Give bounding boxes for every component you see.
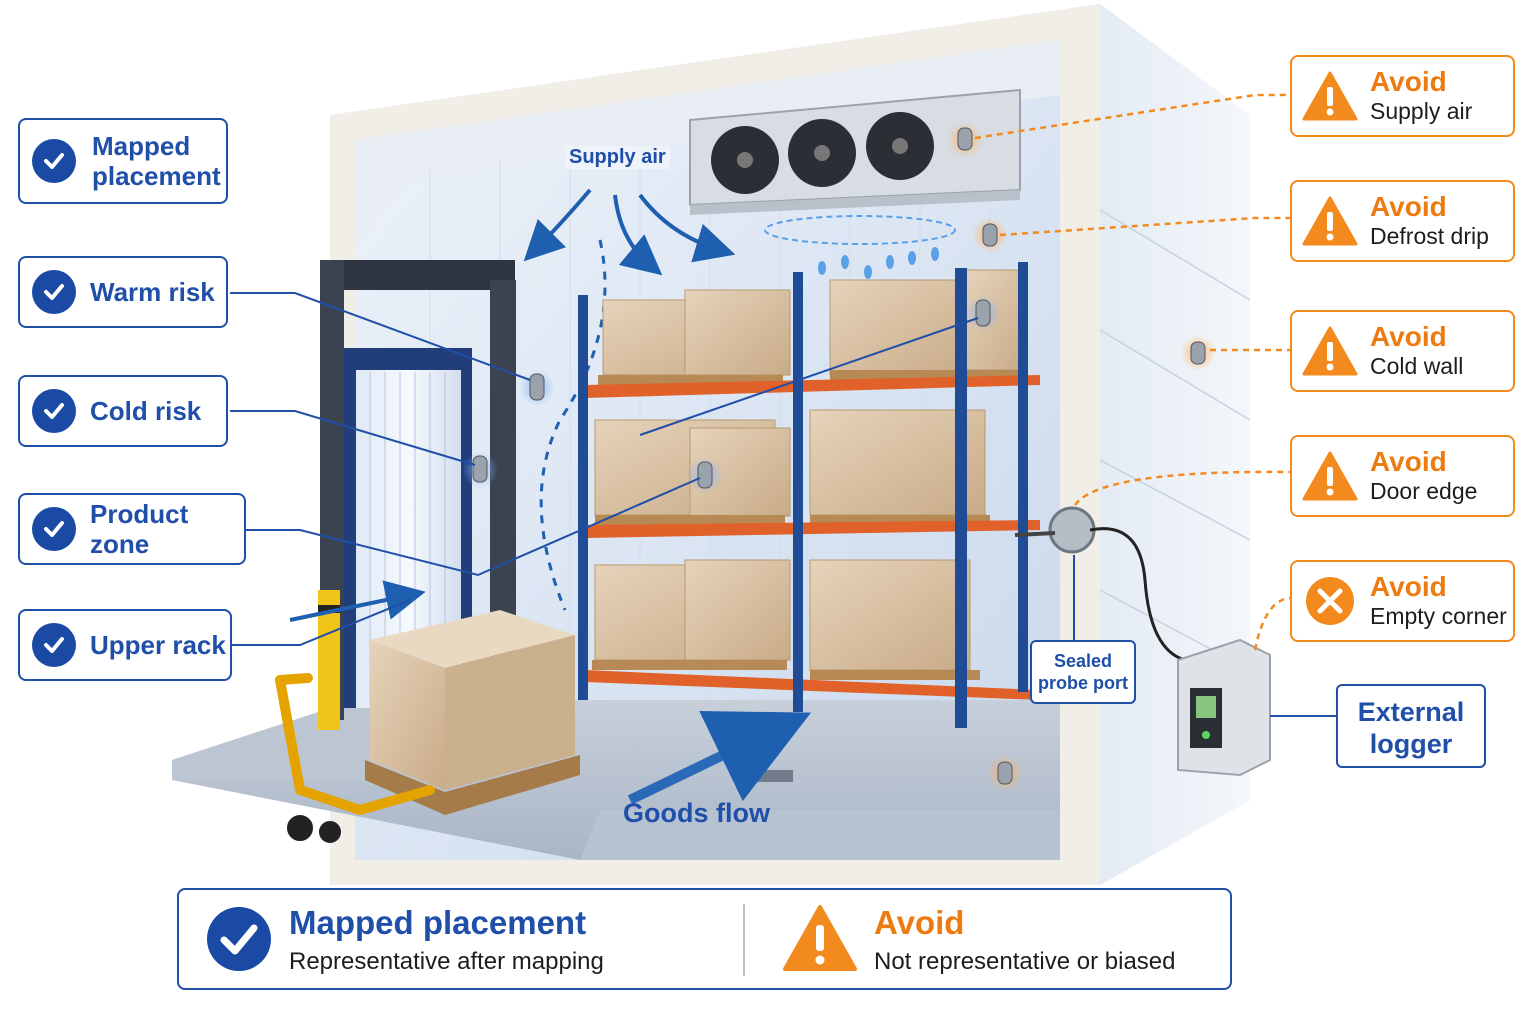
check-icon bbox=[32, 389, 76, 433]
external-logger-label: External logger bbox=[1336, 684, 1486, 768]
avoid-title: Avoid bbox=[1370, 446, 1447, 477]
warning-triangle-icon bbox=[1302, 451, 1358, 501]
avoid-detail: Door edge bbox=[1370, 478, 1478, 504]
legend-bad-title: Avoid bbox=[874, 904, 965, 941]
legend-bad-desc: Not representative or biased bbox=[874, 948, 1176, 975]
callout-label: Upper rack bbox=[90, 630, 226, 660]
callout-cold-risk: Cold risk bbox=[18, 375, 228, 447]
callout-label: Warm risk bbox=[90, 277, 215, 307]
legend-good-desc: Representative after mapping bbox=[289, 948, 604, 975]
sealed-probe-port-label: Sealed probe port bbox=[1030, 640, 1136, 704]
check-icon bbox=[32, 270, 76, 314]
callout-product-zone: Product zone bbox=[18, 493, 246, 565]
supply-air-label: Supply air bbox=[565, 146, 670, 169]
warning-triangle-icon bbox=[1302, 326, 1358, 376]
check-icon bbox=[207, 907, 271, 971]
legend: Mapped placement Representative after ma… bbox=[177, 888, 1232, 990]
warning-triangle-icon bbox=[1302, 71, 1358, 121]
warning-triangle-icon bbox=[783, 905, 857, 971]
leader-lines-avoid bbox=[974, 93, 1291, 651]
pallet-jack bbox=[275, 673, 435, 843]
x-circle-icon bbox=[1306, 577, 1354, 625]
avoid-detail: Defrost drip bbox=[1370, 223, 1489, 249]
sensors bbox=[462, 122, 1216, 791]
probe-port-and-logger bbox=[1014, 506, 1271, 777]
warning-triangle-icon bbox=[1302, 196, 1358, 246]
avoid-title: Avoid bbox=[1370, 571, 1447, 602]
avoid-detail: Cold wall bbox=[1370, 353, 1464, 379]
callout-upper-rack: Upper rack bbox=[18, 609, 232, 681]
legend-good-title: Mapped placement bbox=[289, 904, 587, 941]
avoid-title: Avoid bbox=[1370, 66, 1447, 97]
avoid-title: Avoid bbox=[1370, 321, 1447, 352]
callout-label: Product zone bbox=[90, 499, 189, 559]
goods-flow-label: Goods flow bbox=[623, 798, 770, 828]
pallet-racking bbox=[578, 262, 1040, 728]
avoid-title: Avoid bbox=[1370, 191, 1447, 222]
evaporator-unit bbox=[689, 88, 1021, 279]
leader-lines-mapped bbox=[230, 292, 1336, 717]
callout-warm-risk: Warm risk bbox=[18, 256, 228, 328]
check-icon bbox=[32, 623, 76, 667]
check-icon bbox=[32, 507, 76, 551]
callout-label: Cold risk bbox=[90, 396, 202, 426]
legend-divider bbox=[743, 904, 745, 976]
callout-label: Mapped placement bbox=[92, 131, 221, 191]
avoid-detail: Supply air bbox=[1370, 98, 1473, 124]
avoid-detail: Empty corner bbox=[1370, 603, 1507, 629]
front-pallet bbox=[365, 610, 580, 815]
callout-mapped-placement: Mapped placement bbox=[18, 118, 228, 204]
check-icon bbox=[32, 139, 76, 183]
air-flow-arrows bbox=[289, 188, 812, 805]
